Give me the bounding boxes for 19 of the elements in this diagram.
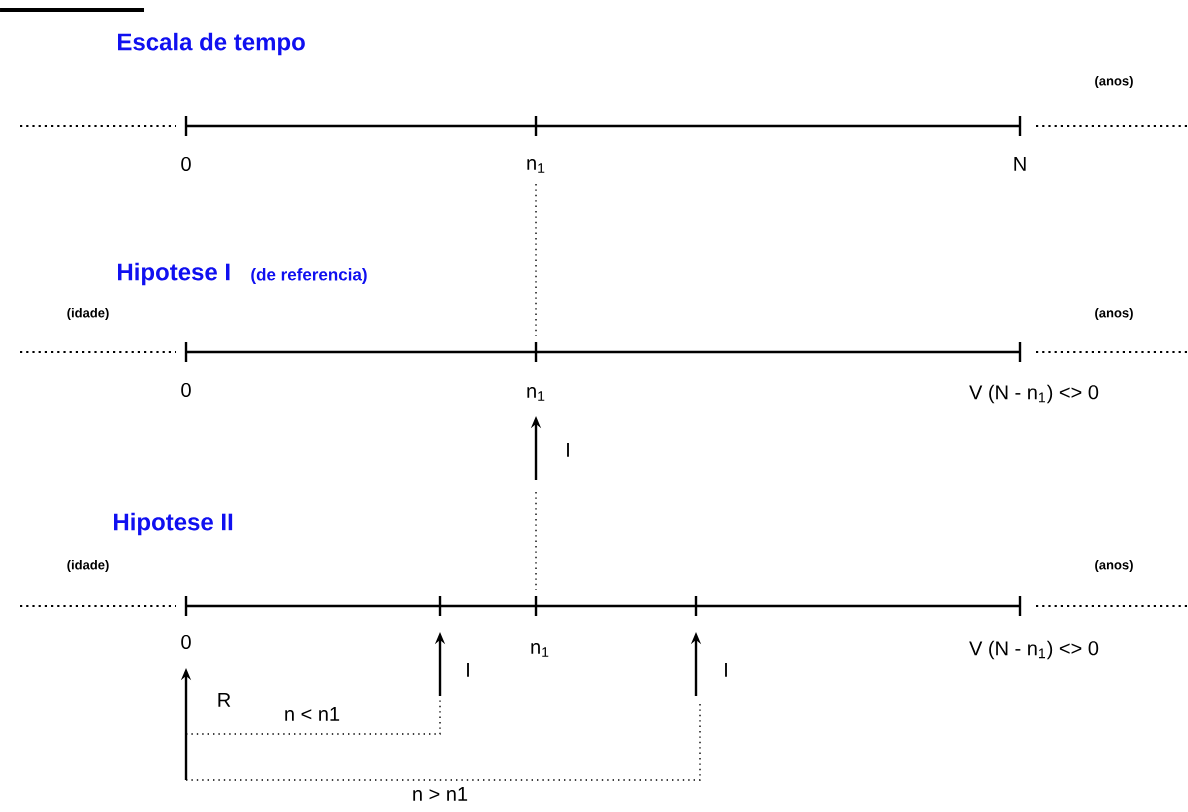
tick-label: n < n1 (285, 707, 340, 721)
tick-label: n > n1 (413, 787, 468, 801)
section-heading: Hipotese I (118, 262, 230, 286)
section-subheading: (de referencia) (251, 268, 367, 284)
tick-label: 0 (181, 156, 191, 172)
tick-label: R (218, 693, 231, 707)
tick-label: I (467, 663, 469, 677)
section-heading: Hipotese II (114, 512, 233, 536)
tick-label: V (N - n$_{1}$) <> 0 (969, 384, 1099, 404)
tick-label: I (567, 443, 569, 457)
tick-label: I (725, 663, 727, 677)
tick-label: 0 (181, 382, 191, 398)
section-heading: Escala de tempo (118, 32, 305, 56)
tick-label: 0 (181, 634, 191, 650)
tick-label: n$_{1}$ (527, 387, 545, 401)
tick-label: n$_{1}$ (527, 159, 545, 173)
tick-label: N (1014, 157, 1026, 171)
tick-label: V (N - n$_{1}$) <> 0 (969, 640, 1099, 660)
tick-label: n$_{1}$ (531, 643, 549, 657)
